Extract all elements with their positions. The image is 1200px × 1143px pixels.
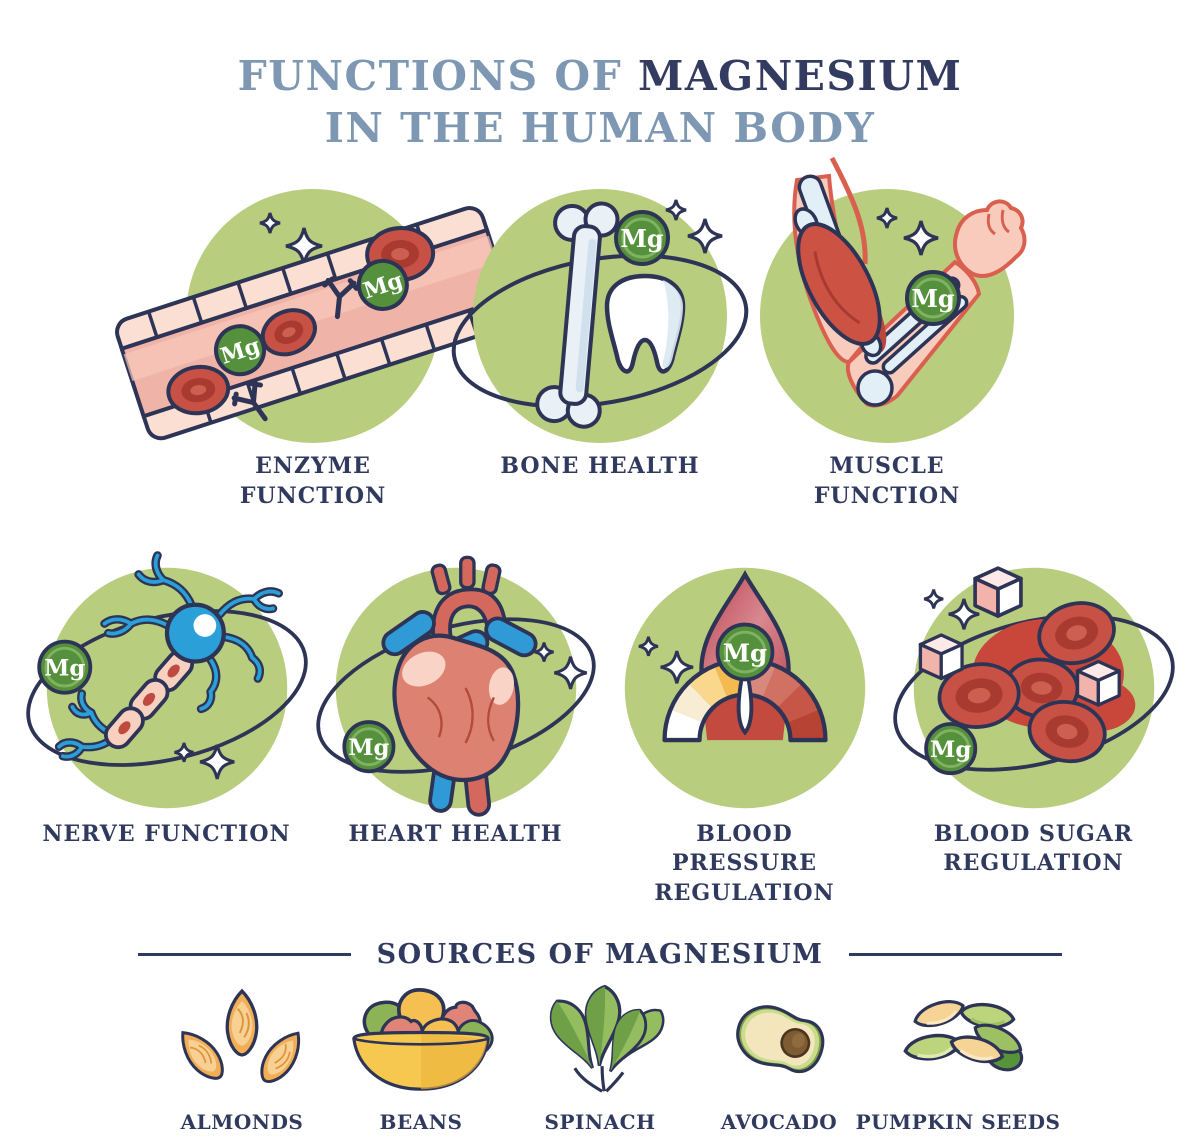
sugar-cube-icon <box>972 565 1023 618</box>
muscle-function-icon: Mg <box>760 156 1027 444</box>
mg-badge: Mg <box>905 270 961 327</box>
bone-illustration <box>535 201 620 429</box>
function-label: BLOOD PRESSURE REGULATION <box>654 820 835 906</box>
source-card-almonds: ALMONDS <box>153 980 332 1134</box>
function-card-nerve: Mg NERVE FUNCTION <box>22 546 311 850</box>
avocado-icon <box>736 1004 825 1073</box>
neuron-illustration <box>54 550 283 761</box>
source-card-pumpkin-seeds: PUMPKIN SEEDS <box>856 980 1060 1134</box>
source-label: SPINACH <box>544 1109 656 1134</box>
heart-illustration <box>380 555 538 817</box>
function-card-enzyme: Mg Mg ENZYME FUNCTION <box>115 166 516 511</box>
functions-row-1: Mg Mg ENZYME FUNCTION <box>0 156 1200 511</box>
spinach-icon <box>549 984 665 1093</box>
red-blood-cell <box>166 365 231 416</box>
svg-text:Mg: Mg <box>911 284 955 313</box>
antibody-icon <box>322 276 359 320</box>
mg-badge: Mg <box>341 719 395 773</box>
nerve-function-icon: Mg <box>25 550 308 808</box>
mg-badge: Mg <box>214 324 267 377</box>
function-label: NERVE FUNCTION <box>42 820 291 847</box>
mg-badge: Mg <box>923 721 977 775</box>
pumpkin-seeds-icon <box>903 999 1024 1071</box>
mg-badge: Mg <box>614 210 670 267</box>
function-card-bone: Mg BONE HEALTH <box>451 166 749 482</box>
source-label: PUMPKIN SEEDS <box>855 1109 1061 1134</box>
bicep-muscle <box>793 207 883 358</box>
source-card-spinach: SPINACH <box>511 980 690 1134</box>
enzyme-function-icon: Mg Mg <box>115 189 516 444</box>
divider-line-left <box>138 952 351 956</box>
svg-text:Mg: Mg <box>620 224 664 253</box>
function-label: HEART HEALTH <box>348 820 563 847</box>
title-line2: IN THE HUMAN BODY <box>324 104 876 153</box>
sugar-cube-icon <box>918 632 964 680</box>
source-label: ALMONDS <box>180 1109 304 1134</box>
blood-vessel-illustration: Mg Mg <box>115 206 516 441</box>
source-card-avocado: AVOCADO <box>690 980 869 1134</box>
function-card-blood-pressure: Mg BLOOD PRESSURE REGULATION <box>600 546 889 909</box>
source-card-beans: BEANS <box>332 980 511 1134</box>
blood-sugar-icon: Mg <box>892 565 1175 808</box>
heart-health-icon: Mg <box>315 555 596 817</box>
function-card-muscle: Mg MUSCLE FUNCTION <box>744 156 1031 511</box>
svg-text:Mg: Mg <box>44 655 85 681</box>
mg-badge: Mg <box>356 259 409 312</box>
title-highlight: MAGNESIUM <box>637 52 963 100</box>
svg-text:Mg: Mg <box>930 737 971 763</box>
title-prefix: FUNCTIONS OF <box>237 52 638 100</box>
bowl <box>352 1030 490 1091</box>
function-label: BONE HEALTH <box>500 453 700 480</box>
antibody-icon <box>231 380 268 422</box>
almonds-icon <box>181 988 301 1083</box>
blood-pressure-icon: Mg <box>624 567 865 808</box>
bone-health-icon: Mg <box>451 189 749 444</box>
svg-text:Mg: Mg <box>348 735 389 761</box>
source-label: AVOCADO <box>720 1109 838 1134</box>
functions-row-2: Mg NERVE FUNCTION <box>0 546 1200 909</box>
beans-icon <box>352 987 494 1091</box>
tooth-illustration <box>604 273 686 374</box>
divider-line-right <box>849 952 1062 956</box>
source-label: BEANS <box>379 1109 463 1134</box>
sources-heading: SOURCES OF MAGNESIUM <box>376 938 824 970</box>
svg-text:Mg: Mg <box>722 638 766 667</box>
page-title: FUNCTIONS OF MAGNESIUM IN THE HUMAN BODY <box>0 0 1200 154</box>
function-label: MUSCLE FUNCTION <box>813 453 961 509</box>
function-card-heart: Mg HEART HEALTH <box>311 546 600 850</box>
function-label: ENZYME FUNCTION <box>239 453 387 509</box>
mg-badge: Mg <box>715 622 774 681</box>
sources-row: ALMONDS BEANS <box>0 980 1200 1134</box>
sugar-cube-icon <box>1075 659 1121 707</box>
sources-section-header: SOURCES OF MAGNESIUM <box>138 939 1062 970</box>
mg-badge: Mg <box>36 639 92 695</box>
red-blood-cell <box>260 308 317 357</box>
function-label: BLOOD SUGAR REGULATION <box>933 820 1134 877</box>
function-card-blood-sugar: Mg BLOOD SUGAR REGULATION <box>889 546 1178 879</box>
